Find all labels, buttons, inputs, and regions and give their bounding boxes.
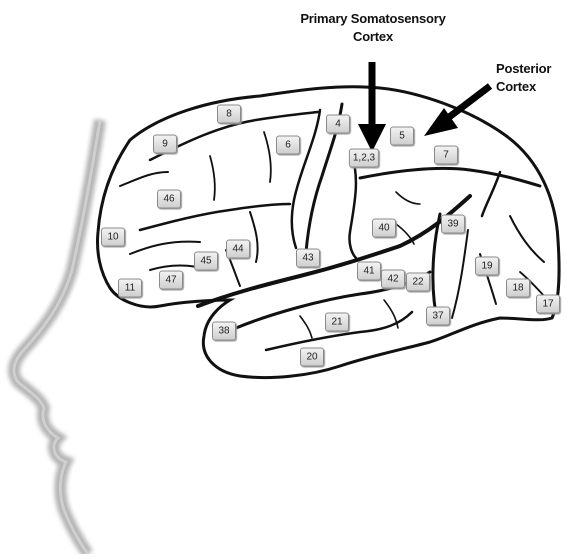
brodmann-area-5: 5 [390,127,414,146]
brodmann-area-21: 21 [325,313,349,332]
brodmann-area-18: 18 [506,279,530,298]
primary-somatosensory-label: Primary Somatosensory Cortex [278,10,468,46]
brodmann-area-8: 8 [217,105,241,124]
brodmann-area-20: 20 [300,348,324,367]
brodmann-area-17: 17 [536,295,560,314]
brodmann-area-37: 37 [426,307,450,326]
primary-somatosensory-line1: Primary Somatosensory [278,10,468,28]
brodmann-area-4: 4 [326,115,350,134]
primary-somatosensory-line2: Cortex [278,28,468,46]
brodmann-area-47: 47 [159,271,183,290]
brodmann-area-11: 11 [118,279,142,298]
brodmann-area-46: 46 [157,190,181,209]
brodmann-area-44: 44 [226,240,250,259]
brodmann-area-41: 41 [357,262,381,281]
brodmann-area-7: 7 [434,146,458,165]
posterior-cortex-label: Posterior Cortex [496,60,551,96]
brodmann-area-22: 22 [406,273,430,292]
posterior-cortex-line2: Cortex [496,78,551,96]
brodmann-area-1-2-3: 1,2,3 [349,149,379,168]
posterior-cortex-line1: Posterior [496,60,551,78]
brodmann-area-19: 19 [475,257,499,276]
brodmann-area-42: 42 [381,270,405,289]
brodmann-area-43: 43 [296,249,320,268]
brodmann-area-38: 38 [212,322,236,341]
face-silhouette [14,120,100,554]
brodmann-area-45: 45 [194,252,218,271]
brodmann-area-40: 40 [372,219,396,238]
brodmann-area-6: 6 [276,136,300,155]
brodmann-area-9: 9 [153,135,177,154]
brodmann-area-10: 10 [101,228,125,247]
brodmann-area-39: 39 [441,215,465,234]
